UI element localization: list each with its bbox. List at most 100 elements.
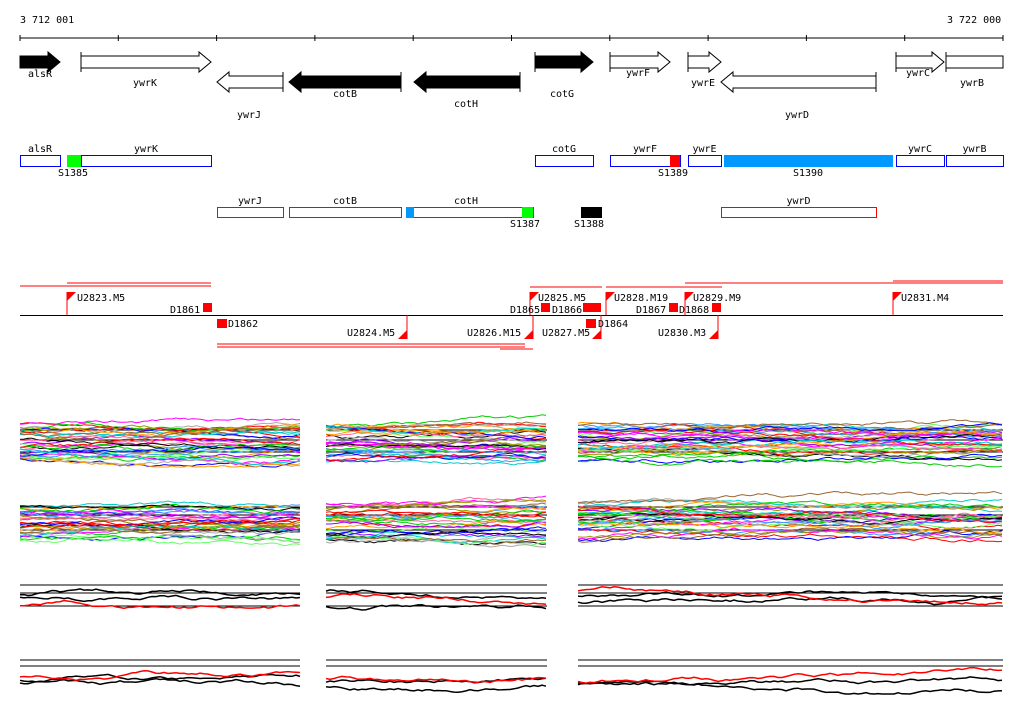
transcript-box-minus bbox=[217, 207, 284, 218]
gene-arrow bbox=[720, 70, 877, 94]
expression-trace bbox=[577, 507, 1003, 524]
expression-trace bbox=[577, 512, 1003, 526]
transcript-label: ywrK bbox=[134, 144, 158, 155]
axis-start-label: 3 712 001 bbox=[20, 15, 74, 26]
transcript-label: ywrE bbox=[692, 144, 716, 155]
expression-panel bbox=[19, 500, 301, 547]
feature-label-above: U2831.M4 bbox=[901, 293, 949, 304]
gene-arrow bbox=[413, 70, 521, 94]
expression-trace bbox=[325, 436, 547, 444]
feature-label-below: U2824.M5 bbox=[347, 328, 395, 339]
transcript-label: ywrC bbox=[908, 144, 932, 155]
expression-panel bbox=[19, 659, 301, 688]
segment-label: S1387 bbox=[510, 219, 540, 230]
expression-plots bbox=[19, 414, 1003, 695]
gene-arrow bbox=[19, 50, 61, 74]
expression-panel bbox=[325, 414, 547, 466]
transcript-label: ywrD bbox=[786, 196, 810, 207]
gene-label: ywrJ bbox=[237, 110, 261, 121]
expression-trace bbox=[577, 504, 1003, 523]
expression-trace bbox=[578, 528, 1003, 543]
expression-panel bbox=[19, 584, 301, 610]
expression-trace bbox=[19, 437, 301, 448]
expression-trace bbox=[326, 521, 547, 529]
expression-trace bbox=[325, 430, 547, 436]
transcript-label: cotH bbox=[454, 196, 478, 207]
expression-trace bbox=[577, 428, 1002, 437]
gene-label: cotH bbox=[454, 99, 478, 110]
segment-S1388 bbox=[581, 207, 602, 218]
axis-ticks bbox=[19, 35, 1004, 41]
transcript-box-plus bbox=[535, 155, 594, 167]
gene-label: cotG bbox=[550, 89, 574, 100]
axis-end-label: 3 722 000 bbox=[947, 15, 1001, 26]
expression-trace bbox=[577, 595, 1003, 606]
expression-trace bbox=[325, 675, 547, 684]
expression-trace bbox=[325, 444, 547, 453]
expression-trace bbox=[19, 417, 301, 425]
gene-cotB: cotB bbox=[288, 70, 402, 100]
expression-trace bbox=[325, 528, 547, 535]
expression-trace bbox=[19, 457, 301, 468]
expression-trace bbox=[19, 504, 301, 514]
feature-label-above: D1867 bbox=[636, 305, 666, 316]
expression-trace bbox=[325, 451, 546, 460]
transcript-box-plus bbox=[81, 155, 212, 167]
gene-ywrF: ywrF bbox=[609, 50, 671, 79]
expression-trace bbox=[325, 684, 547, 694]
expression-trace bbox=[577, 676, 1003, 686]
gene-label: ywrC bbox=[906, 68, 930, 79]
expression-trace bbox=[19, 510, 301, 519]
expression-trace bbox=[577, 448, 1003, 457]
coordinate-axis: 3 712 001 3 722 000 bbox=[19, 15, 1004, 41]
expression-trace bbox=[325, 430, 547, 438]
feature-box-icon bbox=[541, 303, 550, 312]
expression-trace bbox=[577, 666, 1003, 684]
expression-trace bbox=[325, 437, 547, 446]
expression-panel bbox=[577, 419, 1003, 468]
transcript-box-plus bbox=[610, 155, 681, 167]
expression-trace bbox=[577, 498, 1003, 508]
expression-trace bbox=[325, 498, 547, 510]
expression-trace bbox=[577, 423, 1003, 435]
transcript-box-plus bbox=[896, 155, 945, 167]
expression-trace bbox=[325, 443, 547, 451]
gene-arrow bbox=[945, 55, 1004, 69]
gene-ywrK: ywrK bbox=[80, 50, 212, 89]
gene-ywrE: ywrE bbox=[687, 50, 722, 89]
feature-flag-icon bbox=[893, 292, 902, 301]
feature-flag-icon bbox=[685, 292, 694, 301]
expression-trace bbox=[325, 459, 547, 466]
expression-panel bbox=[325, 495, 547, 548]
expression-trace bbox=[325, 502, 546, 510]
expression-trace bbox=[19, 534, 301, 547]
feature-flag-icon bbox=[709, 330, 718, 339]
feature-box-icon bbox=[712, 303, 721, 312]
feature-flag-icon bbox=[67, 292, 76, 301]
gene-arrow bbox=[687, 50, 722, 74]
expression-trace bbox=[325, 445, 547, 462]
feature-label-above: U2825.M5 bbox=[538, 293, 586, 304]
segment-label: S1388 bbox=[574, 219, 604, 230]
expression-trace bbox=[19, 448, 301, 466]
expression-panel bbox=[577, 584, 1003, 607]
transcript-label: cotG bbox=[552, 144, 576, 155]
transcript-label: ywrJ bbox=[238, 196, 262, 207]
expression-trace bbox=[19, 535, 301, 543]
segment-S1389 bbox=[670, 155, 680, 167]
feature-box-icon bbox=[586, 319, 596, 328]
gene-ywrB: ywrB bbox=[945, 52, 1004, 89]
feature-label-above: U2829.M9 bbox=[693, 293, 741, 304]
expression-trace bbox=[578, 429, 1003, 446]
expression-trace bbox=[325, 518, 547, 526]
expression-trace bbox=[19, 588, 301, 597]
expression-trace bbox=[19, 422, 301, 437]
transcript-box-minus bbox=[289, 207, 402, 218]
expression-trace bbox=[19, 450, 301, 461]
expression-trace bbox=[19, 446, 301, 457]
transcript-box-plus bbox=[20, 155, 61, 167]
expression-panel bbox=[19, 417, 301, 468]
segment-label: S1385 bbox=[58, 168, 88, 179]
expression-trace bbox=[325, 677, 547, 684]
